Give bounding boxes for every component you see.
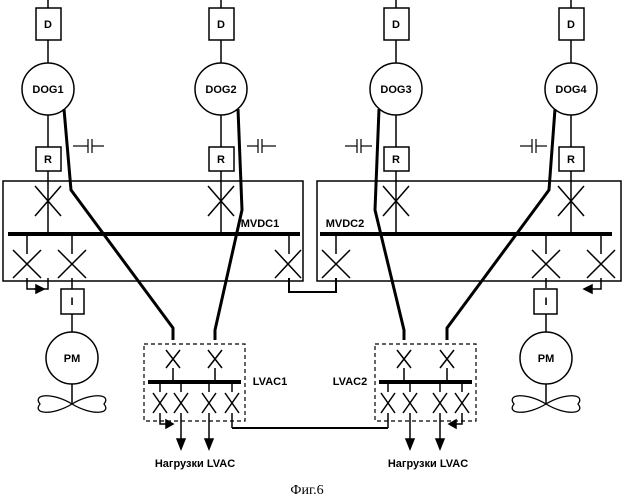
breaker-cross: [397, 350, 411, 368]
generator-column-1: [22, 0, 74, 234]
loads-label-right: Нагрузки LVAC: [388, 458, 468, 470]
ac-cable-dog1-lvac1: [64, 109, 173, 340]
drive-label: D: [44, 19, 52, 31]
breaker-cross: [202, 393, 216, 413]
breaker-cross: [153, 393, 167, 413]
generator-label: DOG4: [555, 84, 587, 96]
generator-label: DOG1: [32, 84, 63, 96]
capacitor-symbol-1: [73, 139, 104, 153]
breaker-cross: [174, 393, 188, 413]
figure-caption: Фиг.6: [290, 483, 323, 498]
mvdc-tie-line: [289, 278, 336, 292]
breaker-cross: [208, 350, 222, 368]
lvac1-switchboard: [144, 344, 245, 449]
breaker-cross: [381, 393, 395, 413]
generator-label: DOG2: [205, 84, 236, 96]
breaker-cross: [322, 250, 350, 278]
breaker-cross: [58, 250, 86, 278]
inverter-label: I: [544, 296, 547, 308]
breaker-cross: [433, 393, 447, 413]
rectifier-label: R: [567, 154, 575, 166]
inverter-label: I: [70, 296, 73, 308]
drive-label: D: [567, 19, 575, 31]
drive-label: D: [217, 19, 225, 31]
capacitor-symbol-3: [345, 139, 372, 153]
generator-column-4: [545, 0, 597, 234]
rectifier-label: R: [392, 154, 400, 166]
capacitor-symbol-2: [247, 139, 276, 153]
breaker-cross: [455, 393, 469, 413]
breaker-cross: [13, 250, 41, 278]
motor-label: PM: [538, 353, 555, 365]
lvac2-label: LVAC2: [333, 376, 367, 388]
breaker-cross: [403, 393, 417, 413]
ac-cable-dog4-lvac2: [447, 109, 555, 340]
lvac2-switchboard: [375, 344, 476, 449]
generator-label: DOG3: [380, 84, 411, 96]
breaker-cross: [275, 250, 301, 278]
ac-cable-dog2-lvac1: [215, 109, 242, 340]
rectifier-label: R: [44, 154, 52, 166]
motor-label: PM: [64, 353, 81, 365]
lvac1-label: LVAC1: [253, 376, 287, 388]
breaker-cross: [166, 350, 180, 368]
mvdc2-lower-breakers: [322, 234, 615, 293]
breaker-cross: [587, 250, 615, 278]
mvdc1-lower-breakers: [13, 234, 301, 293]
rectifier-label: R: [217, 154, 225, 166]
ac-cable-dog3-lvac2: [375, 109, 404, 340]
breaker-cross: [532, 250, 560, 278]
capacitor-symbol-4: [520, 139, 547, 153]
breaker-cross: [440, 350, 454, 368]
loads-label-left: Нагрузки LVAC: [155, 458, 235, 470]
drive-label: D: [392, 19, 400, 31]
mvdc1-label: MVDC1: [241, 218, 280, 230]
mvdc2-label: MVDC2: [326, 218, 365, 230]
breaker-cross: [225, 393, 239, 413]
